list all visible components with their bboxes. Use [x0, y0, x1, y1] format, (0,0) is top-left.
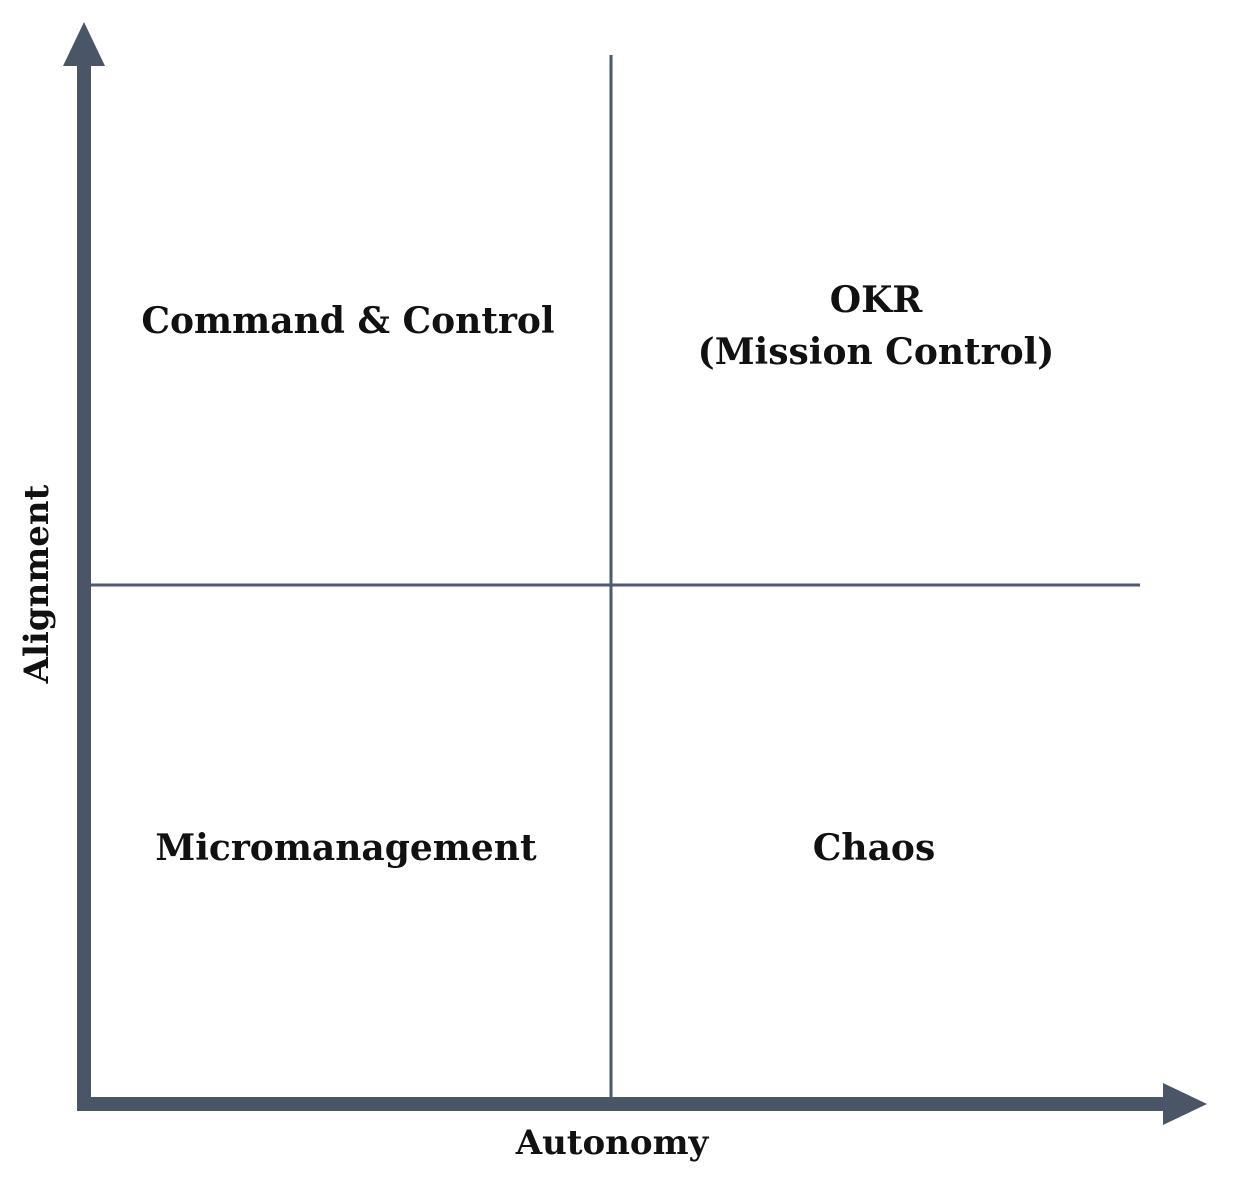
x-axis-arrowhead	[1163, 1083, 1207, 1125]
x-axis-label: Autonomy	[515, 1123, 710, 1163]
quadrant-command-control-label: Command & Control	[141, 300, 554, 342]
y-axis-arrowhead	[63, 22, 105, 66]
quadrant-micromanagement-label: Micromanagement	[155, 827, 537, 869]
quadrant-okr-label-line2: (Mission Control)	[698, 331, 1055, 373]
quadrant-okr-label-line1: OKR	[830, 279, 924, 321]
quadrant-chaos-label: Chaos	[813, 827, 935, 869]
y-axis-label: Alignment	[17, 484, 57, 684]
